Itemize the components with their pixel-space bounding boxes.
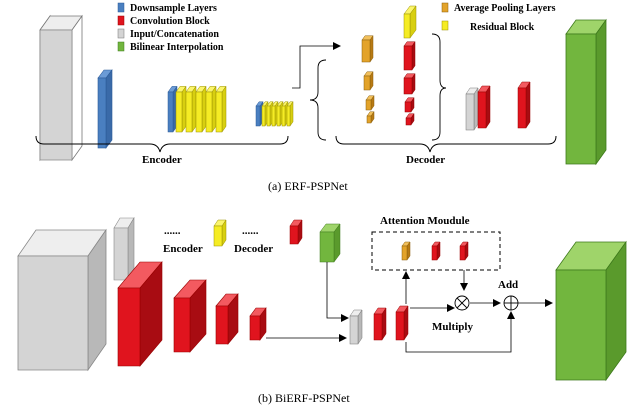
decoder-right-brace: [431, 33, 447, 141]
enc1-residual: [175, 85, 187, 133]
caption-b: (b) BiERF-PSPNet: [258, 391, 350, 405]
bierf-pspnet-panel: ...... Encoder ...... Decoder: [17, 215, 627, 405]
pooling-layer: [363, 71, 374, 91]
bottom-green-block: [319, 223, 341, 263]
attention-blocks: [401, 241, 469, 261]
fusion-stack: [349, 305, 409, 345]
multiply-label: Multiply: [432, 321, 473, 333]
encoder-text: Encoder: [163, 243, 203, 255]
decoder-residual-block: [517, 81, 531, 129]
bottom-red-block: [289, 219, 303, 245]
input-slab: [39, 14, 83, 162]
bottom-output-slab: [555, 240, 627, 382]
decoder-label: Decoder: [406, 154, 445, 166]
decoder-dots: ......: [242, 225, 259, 237]
encoder-label: Encoder: [142, 154, 182, 166]
legend-convolution-label: Convolution Block: [130, 16, 210, 27]
legend-swatch-residual: [441, 20, 449, 31]
residual-blocks: [403, 41, 416, 126]
legend-pooling-label: Average Pooling Layers: [454, 3, 556, 14]
enc1-downsample: [167, 85, 178, 133]
decoder-yellow-block: [403, 5, 417, 39]
caption-a: (a) ERF-PSPNet: [268, 179, 348, 193]
green-to-concat-arrow: [326, 262, 349, 322]
output-slab: [565, 18, 607, 166]
bottom-yellow-block: [213, 219, 227, 247]
decoder-text: Decoder: [234, 243, 273, 255]
add-label: Add: [498, 279, 518, 291]
decoder-left-bracket: [309, 59, 327, 141]
decoder-concat: [465, 85, 491, 131]
small-input-slab: [113, 216, 135, 282]
residual-layer: [403, 41, 416, 71]
encoder-bracket: [35, 135, 289, 153]
enc1-residual: [205, 85, 217, 133]
legend-downsample-label: Downsample Layers: [130, 3, 217, 14]
pooling-layer: [366, 111, 375, 124]
pooling-layers: [361, 35, 375, 124]
residual-layer: [405, 113, 415, 126]
enc1-residual: [215, 85, 227, 133]
encoder-dots: ......: [164, 225, 181, 237]
encoder-stage-1: [167, 85, 227, 133]
legend-swatch-downsample: [117, 2, 125, 13]
attention-module-title: Attention Moudule: [380, 215, 470, 227]
residual-layer: [404, 97, 415, 113]
red-encoder-layers: [117, 261, 267, 367]
legend-swatch-bilinear: [117, 41, 125, 52]
skip-connection-arrow: [405, 311, 515, 353]
pooling-layer: [365, 95, 375, 111]
decoder-bracket: [335, 135, 557, 153]
downsample-block: [97, 69, 113, 149]
enc1-residual: [185, 85, 197, 133]
legend-left: Downsample Layers Convolution Block Inpu…: [117, 2, 224, 53]
legend-residual-label: Residual Block: [470, 22, 535, 33]
legend-swatch-convolution: [117, 15, 125, 26]
bottom-input-slab: [17, 228, 107, 372]
multiply-operator: [454, 295, 470, 311]
attention-module-box: [371, 231, 501, 271]
legend-swatch-input: [117, 28, 125, 39]
add-operator: [503, 295, 519, 311]
legend-input-label: Input/Concatenation: [130, 29, 219, 40]
encoder-to-decoder-arrow: [292, 42, 341, 89]
residual-layer: [403, 73, 416, 95]
enc1-residual: [195, 85, 207, 133]
encoder-stage-2: [255, 101, 294, 127]
legend-bilinear-label: Bilinear Interpolation: [130, 42, 224, 53]
pooling-layer: [361, 35, 374, 63]
legend-right: Average Pooling Layers Residual Block: [441, 2, 556, 33]
legend-swatch-pooling: [441, 2, 449, 13]
erf-pspnet-panel: Encoder Downsample Layers Convolution Bl…: [35, 2, 607, 193]
enc2-residual: [286, 101, 294, 127]
